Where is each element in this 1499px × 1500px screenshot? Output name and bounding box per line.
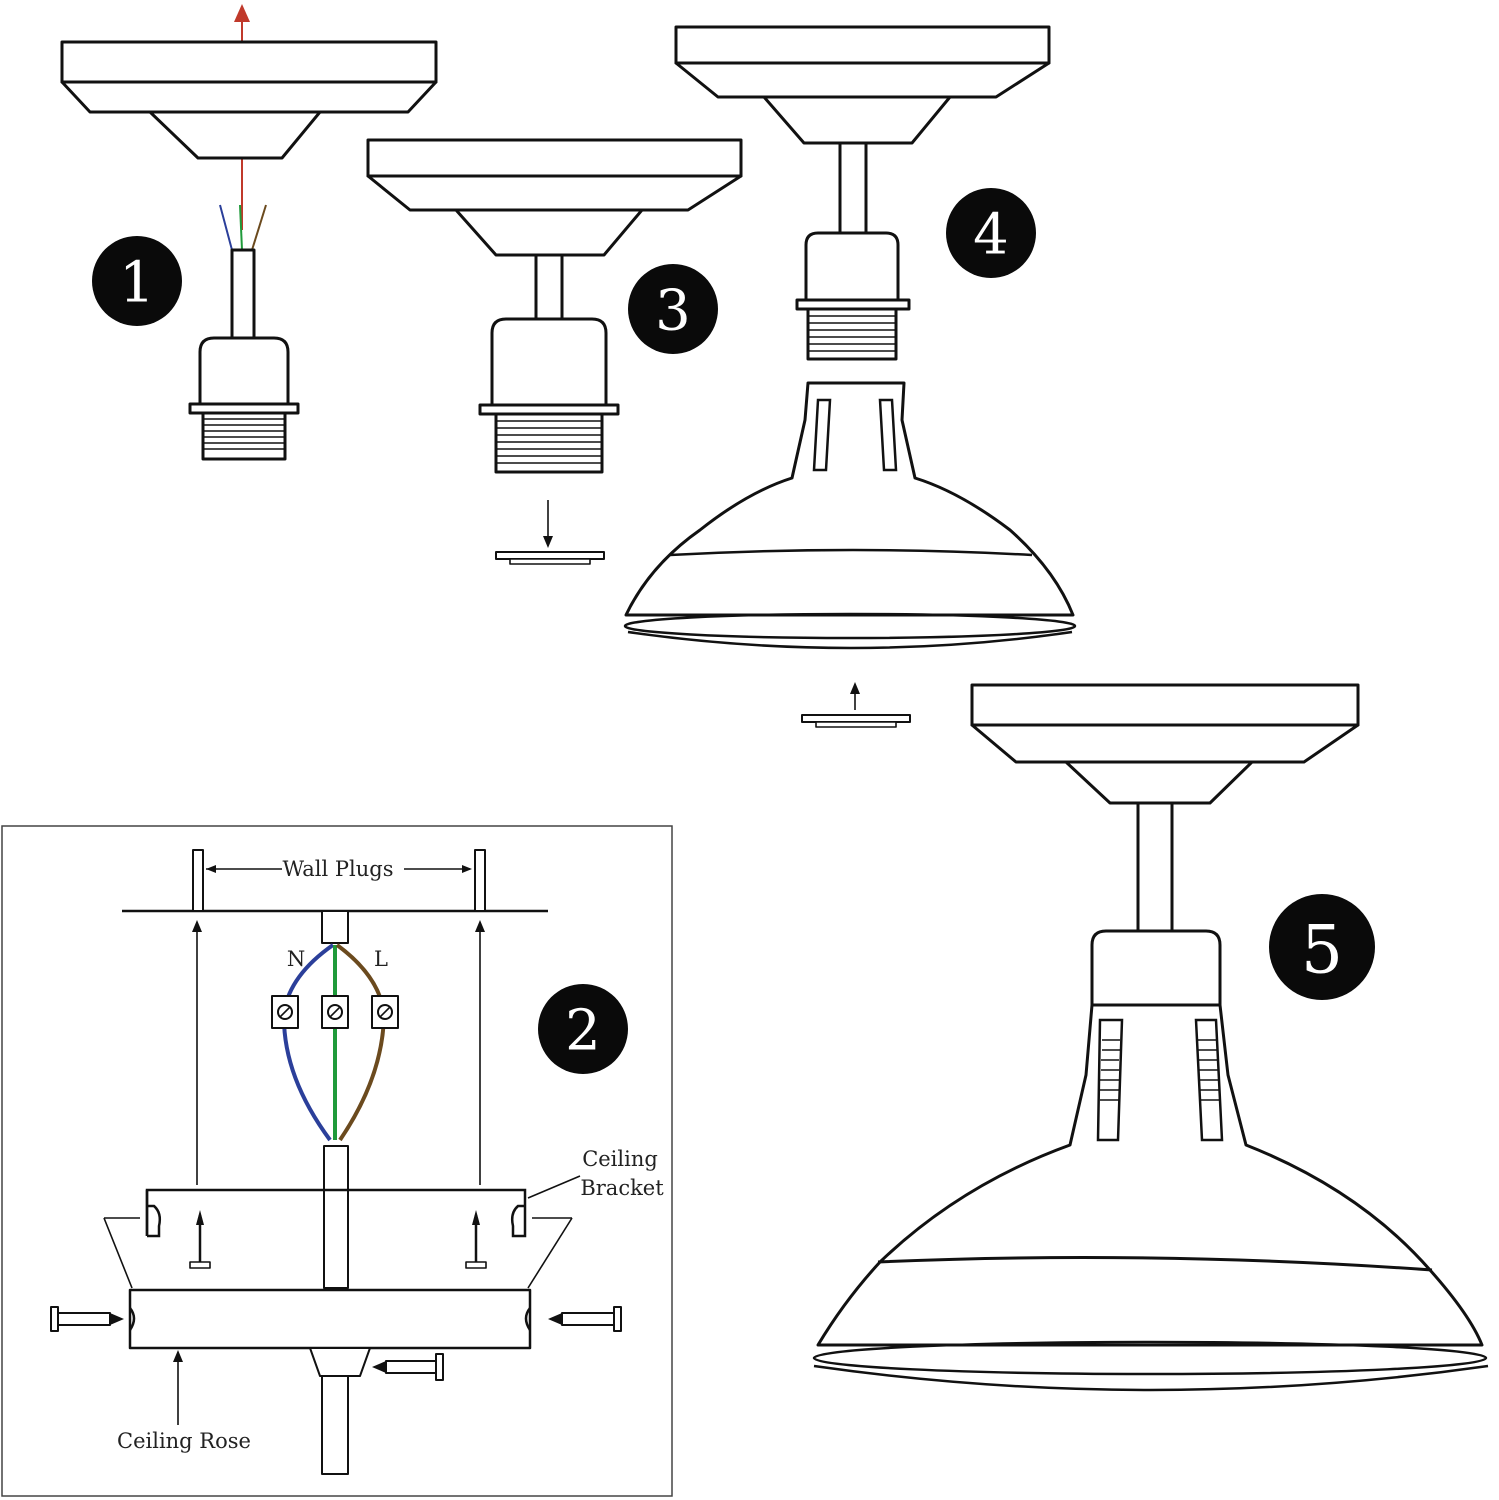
ceiling-rose-plate xyxy=(60,40,438,84)
shade-seam xyxy=(669,548,1033,557)
lamp-shade xyxy=(624,381,1075,617)
ceiling-rose-label: Ceiling Rose xyxy=(117,1429,251,1453)
holder-thread xyxy=(201,411,287,461)
live-wire xyxy=(251,204,267,251)
ceiling-rose-body xyxy=(128,1288,532,1350)
lamp-holder xyxy=(804,231,900,302)
ceiling-rose-bevel xyxy=(674,61,1051,99)
bracket-screws xyxy=(189,1210,487,1269)
step-badge-2: 2 xyxy=(538,984,628,1074)
neutral-label: N xyxy=(287,947,305,971)
ceiling-rose-plate xyxy=(970,683,1360,727)
thread-lines xyxy=(496,420,602,464)
lamp-holder xyxy=(1090,929,1222,1007)
earth-wire xyxy=(239,204,243,251)
terminal-block-earth xyxy=(321,995,349,1029)
ceiling-bracket-label-line1: Ceiling xyxy=(582,1147,658,1171)
shade-rim-lower xyxy=(813,1364,1489,1392)
rose-side-screws xyxy=(50,1306,622,1332)
shade-slot-left xyxy=(1096,1018,1124,1142)
step-1-assembly xyxy=(60,4,438,461)
ceiling-rose-neck xyxy=(454,208,644,257)
svg-text:4: 4 xyxy=(973,203,1009,268)
shade-rim xyxy=(812,1340,1488,1376)
thread-lines xyxy=(808,315,896,352)
ceiling-rose-neck xyxy=(1064,760,1254,805)
step-badge-1: 1 xyxy=(92,236,182,326)
lamp-shade xyxy=(816,1003,1484,1347)
rod xyxy=(838,141,868,235)
ceiling-rose-neck xyxy=(148,110,322,160)
svg-text:2: 2 xyxy=(565,999,601,1064)
wall-plug-right xyxy=(474,849,486,912)
neutral-wire xyxy=(219,204,233,251)
step-5-assembly xyxy=(812,683,1489,1392)
lamp-holder xyxy=(490,317,608,407)
ceiling-rose-bevel xyxy=(970,723,1360,764)
step-4-assembly xyxy=(623,25,1077,728)
ring-arrow-head xyxy=(850,682,860,694)
ceiling-rose-plate xyxy=(366,138,743,178)
shade-rim xyxy=(623,612,1077,640)
ceiling-bracket-pointer xyxy=(527,1175,581,1199)
slot-thread-lines xyxy=(1100,1039,1220,1101)
ceiling-bracket-label-line2: Bracket xyxy=(580,1176,664,1200)
lamp-holder xyxy=(198,336,290,406)
step-badge-5: 5 xyxy=(1269,894,1375,1000)
step-badge-4: 4 xyxy=(946,188,1036,278)
ceiling-rose-bevel xyxy=(366,174,743,212)
shade-slot-left xyxy=(812,398,832,472)
shade-ring-lip xyxy=(815,721,897,728)
collar-screw xyxy=(372,1353,444,1381)
thread-lines xyxy=(203,418,285,450)
wall-plug-left xyxy=(192,849,204,912)
step-3-assembly xyxy=(366,138,743,565)
shade-slot-right xyxy=(878,398,898,472)
ring-arrow-head xyxy=(543,536,553,548)
shade-ring xyxy=(801,714,911,723)
svg-text:3: 3 xyxy=(655,279,691,344)
shade-rim-lower xyxy=(627,630,1073,650)
shade-ring xyxy=(495,551,605,560)
terminal-blocks xyxy=(271,995,399,1029)
ceiling-rose-bevel xyxy=(60,80,438,114)
step-badge-3: 3 xyxy=(628,264,718,354)
live-label: L xyxy=(374,947,388,971)
shade-seam xyxy=(877,1256,1433,1272)
pull-arrow-head xyxy=(234,4,250,22)
pendant-cord xyxy=(321,1375,349,1475)
rod xyxy=(1136,801,1174,933)
rod xyxy=(534,253,564,321)
fitting-cable xyxy=(323,1145,349,1289)
svg-text:5: 5 xyxy=(1301,912,1343,989)
mains-cable xyxy=(321,910,349,944)
ceiling-rose-neck xyxy=(762,95,952,145)
ceiling-bracket xyxy=(145,1188,527,1238)
svg-text:1: 1 xyxy=(119,251,155,316)
wall-plugs-label: Wall Plugs xyxy=(283,857,394,881)
cable xyxy=(230,248,256,340)
ceiling-rose-plate xyxy=(674,25,1051,65)
wiring-diagram-panel: Wall Plugs N L xyxy=(1,825,673,1497)
shade-ring-lip xyxy=(509,558,591,565)
rose-collar xyxy=(309,1347,371,1377)
